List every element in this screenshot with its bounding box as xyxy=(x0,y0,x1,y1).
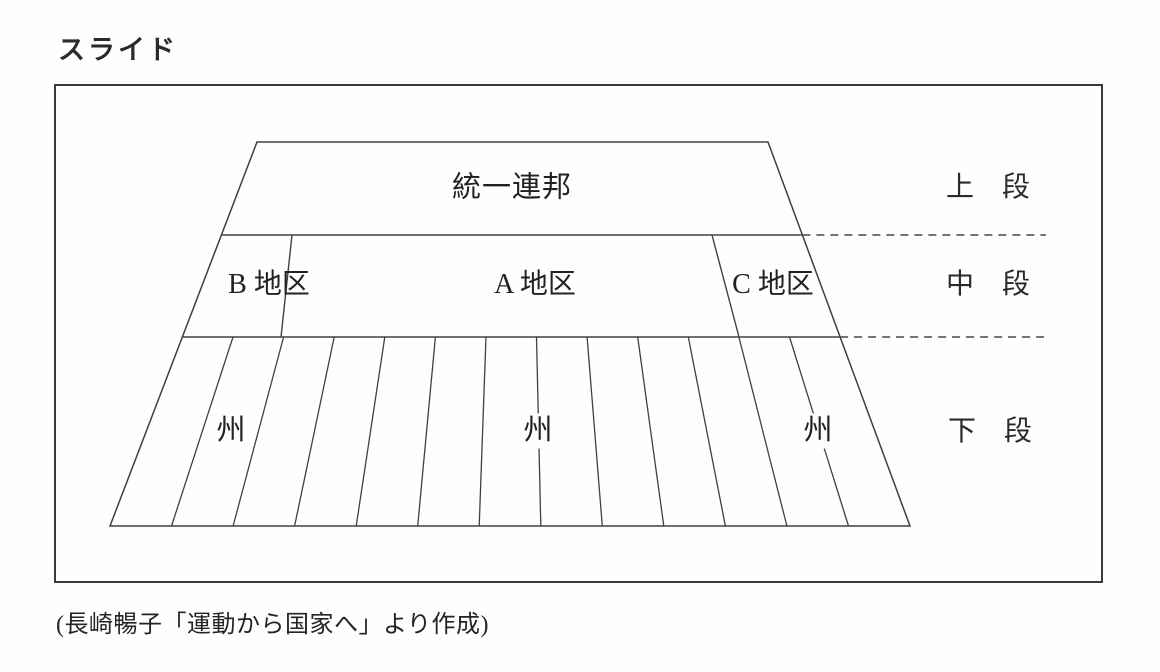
label-district-a: A 地区 xyxy=(494,269,576,300)
state-divider-line xyxy=(170,336,234,527)
state-divider-line xyxy=(687,336,727,527)
label-district-c: C 地区 xyxy=(732,269,814,300)
state-divider-line xyxy=(637,336,665,527)
label-district-b: B 地区 xyxy=(228,269,310,300)
label-tier-lower: 下 段 xyxy=(947,416,1033,447)
label-state-right: 州 xyxy=(800,413,836,449)
slide-title: スライド xyxy=(58,35,178,65)
label-tier-upper: 上 段 xyxy=(945,172,1031,203)
state-divider-line xyxy=(417,336,437,527)
label-tier-middle: 中 段 xyxy=(945,269,1031,300)
pyramid-outline xyxy=(108,141,912,527)
source-caption: (長崎暢子「運動から国家へ」より作成) xyxy=(56,612,490,638)
label-state-middle: 州 xyxy=(520,413,556,449)
divider-a-c xyxy=(711,234,740,338)
label-state-left: 州 xyxy=(213,413,249,449)
divider-b-a xyxy=(280,234,293,338)
label-federation: 統一連邦 xyxy=(451,171,573,204)
state-divider-line xyxy=(293,336,335,527)
diagram-frame xyxy=(54,84,1103,583)
state-divider-line xyxy=(586,336,603,527)
state-divider-lines xyxy=(170,336,850,527)
state-divider-line xyxy=(478,336,487,527)
state-divider-line xyxy=(738,336,788,527)
state-divider-line xyxy=(232,336,285,527)
state-divider-line xyxy=(355,336,386,527)
